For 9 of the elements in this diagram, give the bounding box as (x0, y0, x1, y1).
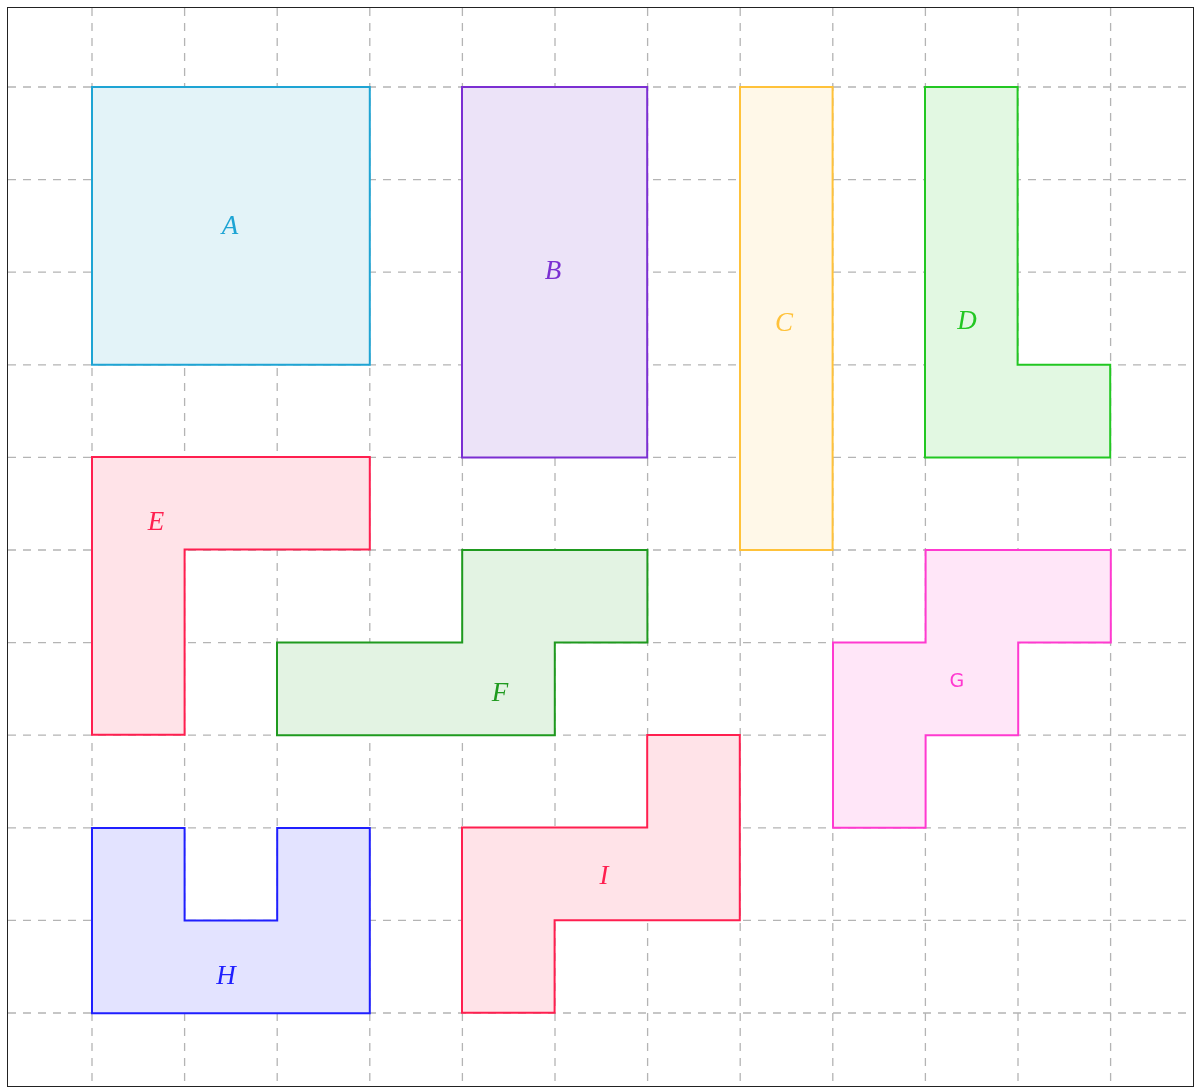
shape-letter: F (491, 678, 509, 706)
shape-letter: A (221, 211, 239, 239)
shape-letter: G (949, 670, 965, 690)
shape-letter: E (147, 507, 165, 535)
shape-letter: D (957, 306, 977, 334)
shape-letter: H (216, 961, 236, 989)
shape-letter: B (544, 256, 562, 284)
shape-letter: C (775, 308, 793, 336)
shape-letter: I (599, 861, 609, 889)
